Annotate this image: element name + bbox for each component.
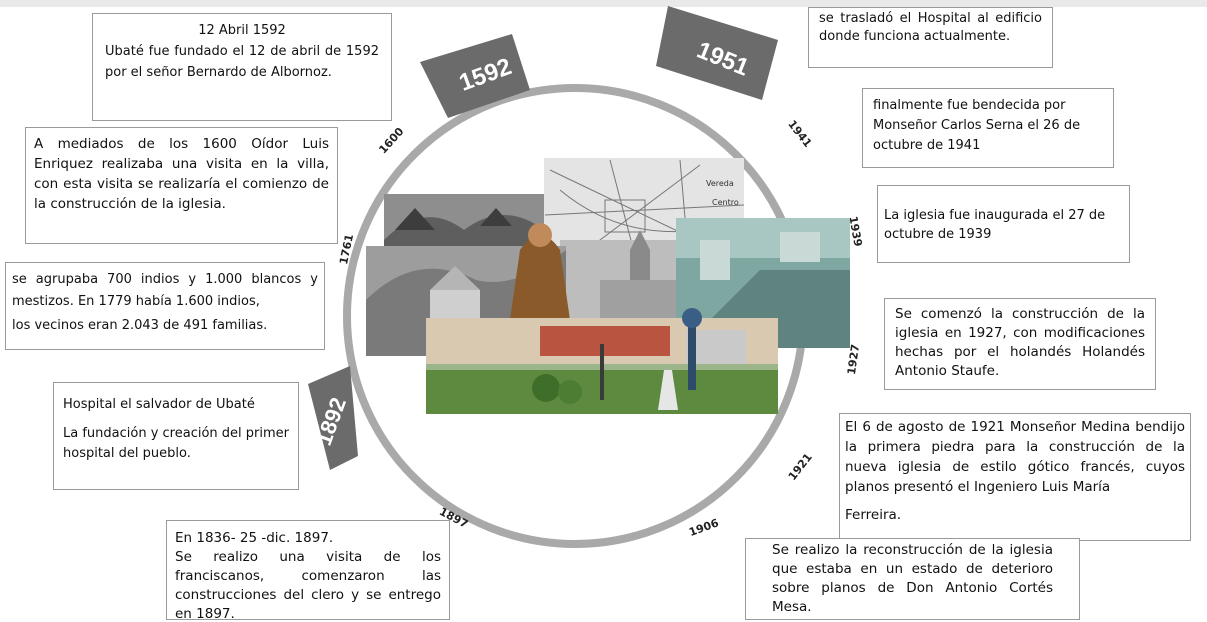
event-1906-text: Se realizo la reconstrucción de la igles… xyxy=(772,542,1053,615)
event-1761-line1: se agrupaba 700 indios y 1.000 blancos y… xyxy=(12,272,318,309)
photo-collage: Vereda Centro xyxy=(366,158,850,414)
event-box-1592: 12 Abril 1592 Ubaté fue fundado el 12 de… xyxy=(92,13,392,121)
event-box-1761: se agrupaba 700 indios y 1.000 blancos y… xyxy=(5,262,325,350)
event-1892-line1: Hospital el salvador de Ubaté xyxy=(63,397,255,412)
event-box-1892: Hospital el salvador de Ubaté La fundaci… xyxy=(53,382,299,490)
event-1951-text: se trasladó el Hospital al edificio dond… xyxy=(819,11,1042,44)
event-1761-line2: los vecinos eran 2.043 de 491 familias. xyxy=(12,318,268,333)
event-1941-text: finalmente fue bendecida por Monseñor Ca… xyxy=(873,98,1081,153)
year-1921: 1921 xyxy=(786,451,815,483)
event-1897-text: Se realizo una visita de los franciscano… xyxy=(175,549,441,620)
event-1592-title: 12 Abril 1592 xyxy=(198,23,286,38)
event-box-1939: La iglesia fue inaugurada el 27 de octub… xyxy=(877,185,1130,263)
year-1906: 1906 xyxy=(687,516,721,539)
event-1921-text: El 6 de agosto de 1921 Monseñor Medina b… xyxy=(845,419,1185,495)
top-strip xyxy=(0,0,1207,7)
map-label-centro: Centro xyxy=(712,198,739,207)
event-1897-title: En 1836- 25 -dic. 1897. xyxy=(175,530,334,546)
event-1927-text: Se comenzó la construcción de la iglesia… xyxy=(895,306,1145,379)
event-box-1897: En 1836- 25 -dic. 1897. Se realizo una v… xyxy=(166,520,450,620)
event-box-1906: Se realizo la reconstrucción de la igles… xyxy=(745,538,1080,620)
event-1892-line2: La fundación y creación del primer hospi… xyxy=(63,426,289,461)
band-1951 xyxy=(656,6,778,100)
map-label-vereda: Vereda xyxy=(706,179,734,188)
year-1941: 1941 xyxy=(785,118,814,150)
event-1600-text: A mediados de los 1600 Oídor Luis Enriqu… xyxy=(34,136,329,212)
event-box-1951: se trasladó el Hospital al edificio dond… xyxy=(808,7,1053,68)
year-1927: 1927 xyxy=(845,343,862,375)
event-1921-line2: Ferreira. xyxy=(845,507,902,523)
year-1761: 1761 xyxy=(337,233,356,266)
event-box-1600: A mediados de los 1600 Oídor Luis Enriqu… xyxy=(25,127,338,244)
band-1892 xyxy=(308,366,358,470)
band-1592 xyxy=(420,34,530,118)
year-1939: 1939 xyxy=(846,215,864,247)
event-box-1941: finalmente fue bendecida por Monseñor Ca… xyxy=(862,88,1114,168)
event-box-1927: Se comenzó la construcción de la iglesia… xyxy=(884,298,1156,390)
event-1939-text: La iglesia fue inaugurada el 27 de octub… xyxy=(884,208,1106,242)
event-box-1921: El 6 de agosto de 1921 Monseñor Medina b… xyxy=(839,413,1191,541)
year-1600: 1600 xyxy=(376,125,406,157)
event-1592-text: Ubaté fue fundado el 12 de abril de 1592… xyxy=(105,44,379,80)
